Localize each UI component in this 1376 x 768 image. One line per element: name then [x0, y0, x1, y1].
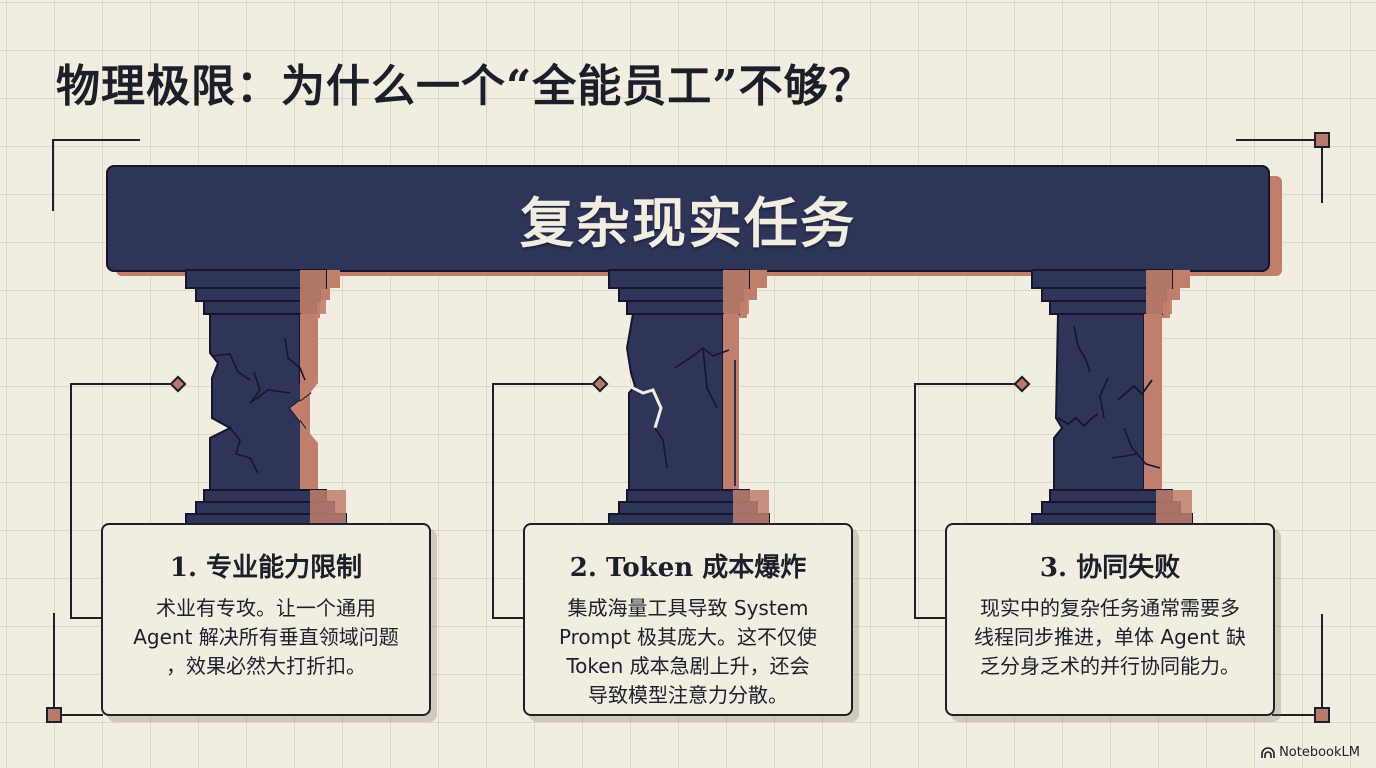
card-title: 2. Token 成本爆炸	[569, 553, 807, 583]
square-marker-icon	[1314, 132, 1330, 148]
cracked-column-icon	[608, 269, 770, 527]
card-line: 乏分身乏术的并行协同能力。	[980, 654, 1240, 678]
notebooklm-brand: NotebookLM	[1261, 745, 1360, 760]
beam-label: 复杂现实任务	[520, 191, 856, 255]
card-line: 线程同步推进，单体 Agent 缺	[974, 625, 1246, 649]
notebooklm-icon	[1261, 746, 1275, 758]
task-beam: 复杂现实任务	[106, 165, 1270, 272]
cracked-column-icon	[185, 269, 347, 527]
card-line: Agent 解决所有垂直领域问题	[133, 625, 399, 649]
card-line: 术业有专攻。让一个通用	[156, 596, 376, 620]
card-line: Token 成本急剧上升，还会	[566, 654, 810, 678]
card-line: 现实中的复杂任务通常需要多	[980, 596, 1240, 620]
card-body: 现实中的复杂任务通常需要多 线程同步推进，单体 Agent 缺 乏分身乏术的并行…	[947, 594, 1273, 681]
card-body: 集成海量工具导致 System Prompt 极其庞大。这不仅使 Token 成…	[525, 594, 851, 710]
card-line: 集成海量工具导致 System	[567, 596, 809, 620]
pillar-3-cracked-column-icon	[996, 268, 1256, 528]
card-token-cost-explosion: 2. Token 成本爆炸 集成海量工具导致 System Prompt 极其庞…	[523, 523, 853, 716]
square-marker-icon	[46, 707, 62, 723]
pillar-1-cracked-column-icon	[150, 268, 410, 528]
card-title: 1. 专业能力限制	[169, 553, 363, 583]
card-specialization-limit: 1. 专业能力限制 术业有专攻。让一个通用 Agent 解决所有垂直领域问题 ，…	[101, 523, 431, 716]
square-marker-icon	[1314, 707, 1330, 723]
card-line: ，效果必然大打折扣。	[166, 654, 366, 678]
card-body: 术业有专攻。让一个通用 Agent 解决所有垂直领域问题 ，效果必然大打折扣。	[103, 594, 429, 681]
page-title: 物理极限：为什么一个“全能员工”不够？	[56, 61, 874, 112]
card-line: 导致模型注意力分散。	[588, 683, 788, 707]
cracked-column-icon	[1031, 269, 1193, 527]
card-line: Prompt 极其庞大。这不仅使	[558, 625, 818, 649]
card-title: 3. 协同失败	[1039, 553, 1181, 583]
brand-label: NotebookLM	[1279, 745, 1360, 760]
card-collaboration-failure: 3. 协同失败 现实中的复杂任务通常需要多 线程同步推进，单体 Agent 缺 …	[945, 523, 1275, 716]
pillar-2-cracked-column-icon	[573, 268, 833, 528]
